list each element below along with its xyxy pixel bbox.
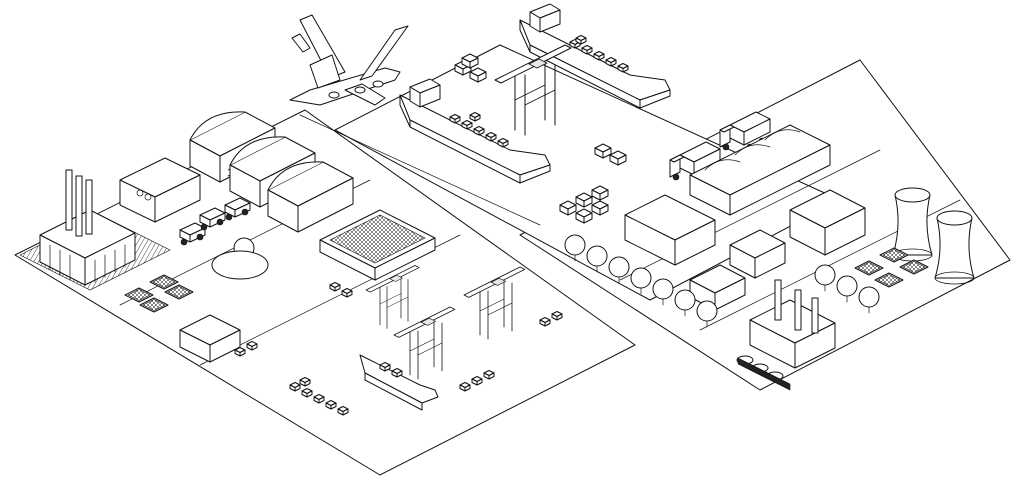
cooling-tower [892,187,933,262]
container-ship [519,3,671,109]
tractor [199,207,226,231]
cooling-tower [934,210,975,285]
roundabout [211,250,269,280]
hangar [267,161,354,233]
factory [789,189,866,256]
tractor [179,222,206,246]
container-ship [359,354,439,411]
warehouse-block [319,209,436,281]
factory [119,157,201,223]
factory [749,279,836,369]
container-ship [399,78,551,184]
airplane [289,14,409,106]
warehouse-row [689,124,831,216]
factory [179,314,241,363]
factory [19,169,171,291]
fuel-tanks [736,355,791,391]
factory [624,194,786,311]
tractor [224,197,251,221]
road-line [299,114,541,226]
